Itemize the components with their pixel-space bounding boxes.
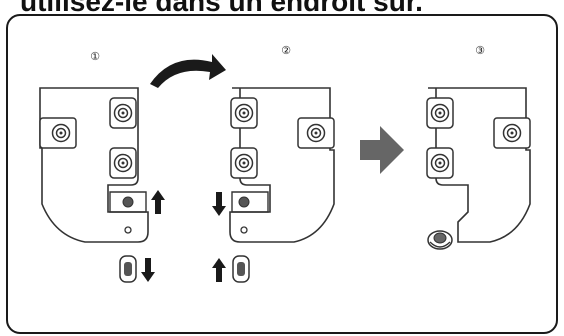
tab-screw-1 (51, 123, 71, 143)
panel-step-1 (39, 87, 165, 283)
down-arrow-icon (141, 258, 155, 282)
panel-step-2 (212, 87, 335, 283)
up-arrow-icon (151, 190, 165, 214)
middle-screw-1 (113, 153, 133, 173)
tab-screw-2 (306, 123, 326, 143)
upper-screw-3 (430, 103, 450, 123)
curved-arrow-icon (150, 54, 226, 88)
heading-text: utilisez-le dans un endroit sûr. (20, 0, 423, 17)
loose-screw-1 (119, 255, 137, 283)
slot-bracket-2 (231, 191, 269, 213)
panel-step-3 (426, 87, 531, 250)
lower-hole-2 (240, 226, 248, 234)
up-arrow-icon (212, 258, 226, 282)
step-label-3: ③ (475, 44, 485, 57)
upper-screw-2 (234, 103, 254, 123)
tab-screw-3 (502, 123, 522, 143)
middle-screw-2 (234, 153, 254, 173)
figure-frame (6, 14, 558, 334)
slot-screw-2 (238, 196, 250, 208)
lower-hole-1 (124, 226, 132, 234)
loose-screw-2 (232, 255, 250, 283)
slot-screw-1 (122, 196, 134, 208)
right-arrow-icon (360, 126, 404, 174)
step-label-1: ① (90, 50, 100, 63)
slot-bracket-1 (109, 191, 147, 213)
step-label-2: ② (281, 44, 291, 57)
installed-screw-3 (427, 230, 453, 250)
upper-screw-1 (113, 103, 133, 123)
middle-screw-3 (430, 153, 450, 173)
down-arrow-icon (212, 192, 226, 216)
